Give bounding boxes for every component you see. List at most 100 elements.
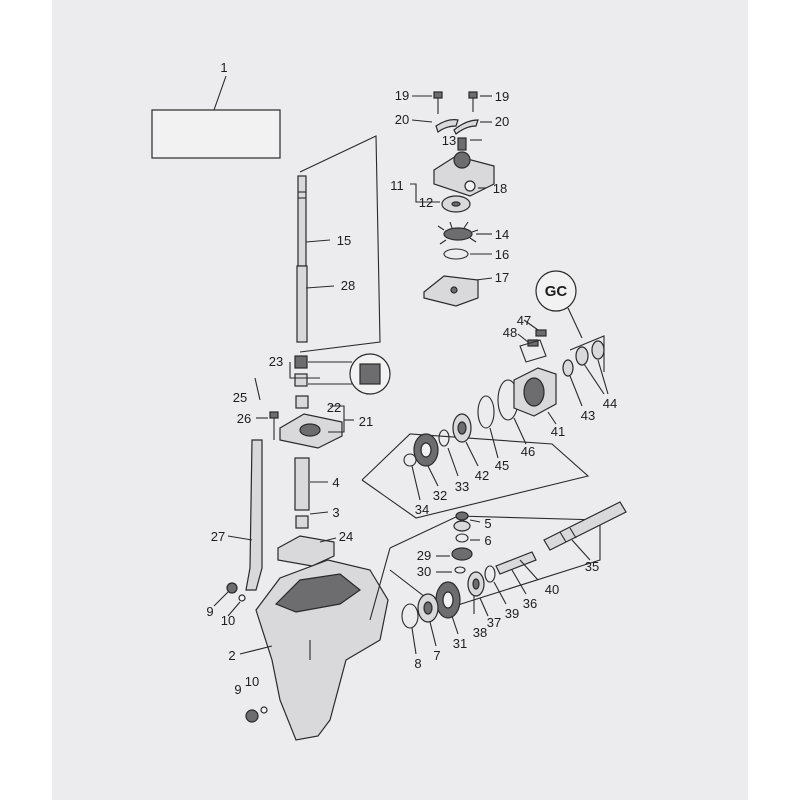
label-22: 22 (327, 400, 341, 415)
group-bracket-driveshaft (299, 135, 381, 353)
grease-callout-text: GC (545, 283, 568, 300)
label-6: 6 (484, 533, 491, 548)
label-28: 28 (341, 278, 355, 293)
label-29: 29 (417, 548, 431, 563)
spring-40 (519, 559, 539, 581)
washer-48 (527, 339, 539, 347)
grommet-3 (295, 515, 309, 529)
label-37: 37 (487, 615, 501, 630)
leader-1 (213, 75, 227, 111)
bracket-11 (410, 183, 440, 203)
label-9-upper: 9 (206, 604, 213, 619)
label-34: 34 (415, 502, 429, 517)
label-10-lower: 10 (245, 674, 259, 689)
label-8: 8 (414, 656, 421, 671)
label-27: 27 (211, 529, 225, 544)
label-38: 38 (473, 625, 487, 640)
label-35: 35 (585, 559, 599, 574)
shift-plunger-36 (495, 551, 537, 575)
label-21: 21 (359, 414, 373, 429)
washer-6 (455, 533, 469, 543)
bearing-housing-21 (279, 413, 343, 449)
o-ring-16 (443, 248, 469, 260)
pinion-5 (453, 511, 471, 532)
reverse-gear-32 (413, 433, 439, 467)
label-20-right: 20 (495, 114, 509, 129)
gasket-24 (277, 535, 335, 567)
label-44: 44 (603, 396, 617, 411)
group-bracket-forward (361, 433, 590, 519)
clamp-20-left (435, 119, 459, 133)
label-31: 31 (453, 636, 467, 651)
lower-casing-2 (255, 559, 389, 741)
impeller-14 (437, 221, 479, 245)
label-47: 47 (517, 313, 531, 328)
drive-shaft (296, 175, 308, 343)
label-16: 16 (495, 247, 509, 262)
label-46: 46 (521, 444, 535, 459)
label-26: 26 (237, 411, 251, 426)
ball-bearing-42 (452, 413, 472, 443)
washer-10-lower (260, 706, 268, 714)
label-45: 45 (495, 458, 509, 473)
label-23: 23 (269, 354, 283, 369)
washer-10-upper (238, 594, 246, 602)
label-1: 1 (220, 60, 227, 75)
propeller-shaft-35 (543, 501, 627, 551)
label-42: 42 (475, 468, 489, 483)
taper-bearing-7 (417, 593, 439, 623)
label-33: 33 (455, 479, 469, 494)
label-41: 41 (551, 424, 565, 439)
bolt-26 (269, 411, 279, 440)
label-3: 3 (332, 505, 339, 520)
forward-gear-31 (435, 581, 461, 619)
water-pipe-4 (294, 457, 310, 511)
label-32: 32 (433, 488, 447, 503)
label-14: 14 (495, 227, 509, 242)
bushing-43 (562, 359, 574, 377)
label-20-left: 20 (395, 112, 409, 127)
bearing-29 (451, 547, 473, 561)
spring-clip-39 (484, 565, 496, 583)
bearing-23 (294, 355, 308, 387)
bolt-9-upper (226, 582, 238, 594)
label-19-left: 19 (395, 88, 409, 103)
washer-33 (438, 429, 450, 447)
label-30: 30 (417, 564, 431, 579)
label-2: 2 (228, 648, 235, 663)
oil-seals-44 (575, 340, 605, 366)
clamp-20-right (453, 119, 479, 135)
bushing-22 (295, 395, 309, 409)
shift-rod-27 (245, 439, 263, 591)
label-39: 39 (505, 606, 519, 621)
label-43: 43 (581, 408, 595, 423)
grease-callout-bubble (535, 270, 577, 312)
shim-8 (401, 603, 419, 629)
label-10-upper: 10 (221, 613, 235, 628)
label-17: 17 (495, 270, 509, 285)
label-plate (151, 109, 281, 159)
label-25: 25 (233, 390, 247, 405)
label-4: 4 (332, 475, 339, 490)
label-15: 15 (337, 233, 351, 248)
label-12: 12 (419, 195, 433, 210)
label-24: 24 (339, 529, 353, 544)
label-40: 40 (545, 582, 559, 597)
label-13: 13 (442, 133, 456, 148)
water-pump-housing (433, 137, 495, 197)
label-19-right: 19 (495, 89, 509, 104)
label-11: 11 (390, 178, 404, 193)
bolt-9-lower (245, 709, 259, 723)
bolt-19-left (433, 91, 443, 114)
o-ring-45 (477, 395, 495, 429)
dog-clutch-38 (467, 571, 485, 597)
label-48: 48 (503, 325, 517, 340)
label-18: 18 (493, 181, 507, 196)
bolt-47 (535, 329, 547, 337)
pin-25 (254, 377, 261, 401)
bolt-19-right (468, 91, 478, 112)
label-36: 36 (523, 596, 537, 611)
label-5: 5 (484, 516, 491, 531)
label-7: 7 (433, 648, 440, 663)
